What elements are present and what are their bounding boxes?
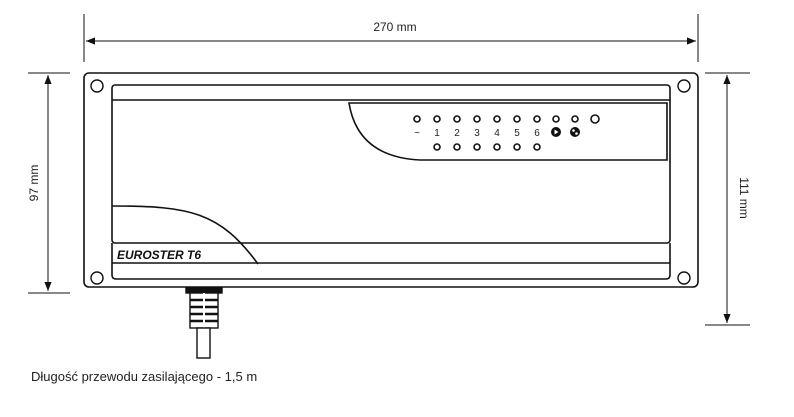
fan-icon — [570, 127, 580, 137]
width-dimension — [83, 14, 699, 62]
cable-length-caption: Długość przewodu zasilającego - 1,5 m — [31, 369, 258, 384]
brand-label: EUROSTER T6 — [117, 248, 201, 262]
led-label-power: ~ — [414, 128, 420, 139]
power-cable — [185, 287, 223, 359]
led-label-4: 4 — [494, 128, 500, 139]
led-label-6: 6 — [534, 128, 540, 139]
play-circle-icon — [551, 127, 561, 137]
led-label-5: 5 — [514, 128, 520, 139]
body-height-label: 97 mm — [27, 165, 41, 202]
led-label-2: 2 — [454, 128, 460, 139]
led-panel — [413, 114, 600, 151]
led-label-3: 3 — [474, 128, 480, 139]
led-label-1: 1 — [434, 128, 440, 139]
screw-holes — [90, 79, 691, 285]
total-height-label: 111 mm — [737, 177, 751, 219]
housing — [83, 72, 699, 288]
body-height-dimension — [28, 72, 70, 294]
total-height-dimension — [705, 72, 750, 326]
width-label: 270 mm — [373, 20, 416, 34]
